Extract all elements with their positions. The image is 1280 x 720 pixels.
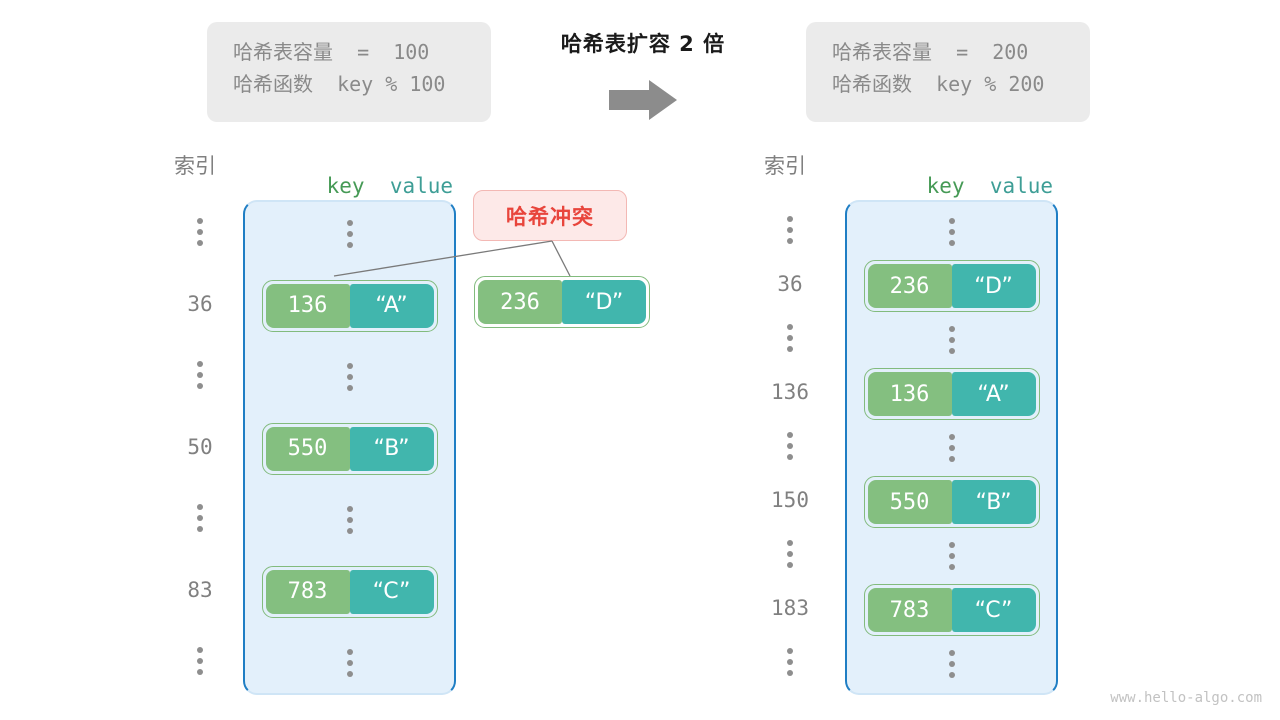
entry-value: “C” — [951, 588, 1036, 632]
index-label: 36 — [187, 291, 213, 316]
entry-value: “D” — [562, 280, 646, 324]
collision-badge: 哈希冲突 — [473, 190, 627, 241]
ellipsis-icon — [948, 218, 955, 246]
table-row-ellipsis — [847, 530, 1056, 582]
ellipsis-icon — [346, 220, 353, 248]
index-ellipsis — [745, 636, 835, 688]
ellipsis-icon — [787, 540, 793, 568]
table-row-ellipsis — [245, 637, 454, 689]
entry-key: 236 — [478, 280, 562, 324]
table-row-entry: 550“B” — [245, 422, 454, 475]
entry-pair: 783“C” — [863, 584, 1040, 636]
entry-value: “D” — [951, 264, 1036, 308]
index-ellipsis — [155, 349, 245, 401]
table-row-ellipsis — [847, 638, 1056, 690]
entry-value: “C” — [349, 569, 434, 614]
left-kv-header: key value — [276, 150, 453, 222]
ellipsis-icon — [197, 647, 203, 675]
table-row-entry: 136“A” — [245, 279, 454, 332]
colliding-entry: 236 “D” — [474, 276, 650, 328]
right-kv-header: key value — [876, 150, 1053, 222]
table-row-entry: 236“D” — [847, 260, 1056, 312]
table-row-entry: 136“A” — [847, 368, 1056, 420]
ellipsis-icon — [346, 649, 353, 677]
index-label: 50 — [187, 434, 213, 459]
ellipsis-icon — [787, 324, 793, 352]
capacity-line-after: 哈希表容量 = 200 — [832, 40, 1029, 64]
table-row-entry: 550“B” — [847, 476, 1056, 528]
index-ellipsis — [745, 204, 835, 256]
index-label: 83 — [187, 577, 213, 602]
entry-key: 136 — [867, 372, 952, 416]
collision-label: 哈希冲突 — [506, 204, 594, 229]
index-label: 36 — [777, 272, 803, 296]
entry-key: 550 — [265, 426, 350, 471]
arrow-right-icon — [528, 76, 758, 126]
index-label: 150 — [771, 488, 809, 512]
ellipsis-icon — [787, 216, 793, 244]
entry-pair: 136“A” — [863, 368, 1040, 420]
entry-value: “A” — [349, 283, 434, 328]
watermark: www.hello-algo.com — [1110, 690, 1262, 706]
ellipsis-icon — [948, 434, 955, 462]
index-ellipsis — [745, 528, 835, 580]
index-label: 183 — [771, 596, 809, 620]
ellipsis-icon — [948, 542, 955, 570]
table-row-ellipsis — [245, 494, 454, 546]
entry-key: 236 — [867, 264, 952, 308]
entry-key: 550 — [867, 480, 952, 524]
entry-pair: 136“A” — [261, 279, 438, 332]
index-ellipsis — [155, 492, 245, 544]
table-row-ellipsis — [245, 351, 454, 403]
right-key-header: key — [926, 174, 965, 198]
index-ellipsis — [155, 206, 245, 258]
entry-key: 136 — [265, 283, 350, 328]
right-hash-table: 236“D” 136“A” 550“B” 783“C” — [845, 200, 1058, 695]
entry-value: “B” — [951, 480, 1036, 524]
left-key-header: key — [326, 174, 365, 198]
entry-pair: 783“C” — [261, 565, 438, 618]
table-row-ellipsis — [847, 206, 1056, 258]
ellipsis-icon — [787, 648, 793, 676]
ellipsis-icon — [197, 361, 203, 389]
capacity-line-before: 哈希表容量 = 100 — [233, 40, 430, 64]
ellipsis-icon — [197, 504, 203, 532]
table-row-entry: 783“C” — [245, 565, 454, 618]
hash-function-line-after: 哈希函数 key % 200 — [832, 72, 1045, 96]
entry-pair: 236“D” — [863, 260, 1040, 312]
table-row-ellipsis — [847, 422, 1056, 474]
entry-pair: 236 “D” — [474, 276, 650, 328]
right-value-header: value — [989, 174, 1054, 198]
table-row-ellipsis — [847, 314, 1056, 366]
ellipsis-icon — [948, 650, 955, 678]
entry-value: “B” — [349, 426, 434, 471]
ellipsis-icon — [948, 326, 955, 354]
hash-function-line-before: 哈希函数 key % 100 — [233, 72, 446, 96]
ellipsis-icon — [346, 506, 353, 534]
ellipsis-icon — [197, 218, 203, 246]
info-box-after: 哈希表容量 = 200 哈希函数 key % 200 — [806, 22, 1090, 122]
entry-pair: 550“B” — [863, 476, 1040, 528]
left-index-header: 索引 — [174, 154, 216, 178]
entry-value: “A” — [951, 372, 1036, 416]
entry-key: 783 — [265, 569, 350, 614]
entry-pair: 550“B” — [261, 422, 438, 475]
ellipsis-icon — [787, 432, 793, 460]
left-hash-table: 136“A” 550“B” 783“C” — [243, 200, 456, 695]
resize-title: 哈希表扩容 2 倍 — [560, 32, 726, 56]
index-ellipsis — [155, 635, 245, 687]
table-row-entry: 783“C” — [847, 584, 1056, 636]
entry-key: 783 — [867, 588, 952, 632]
index-ellipsis — [745, 420, 835, 472]
table-row-ellipsis — [245, 208, 454, 260]
right-index-header: 索引 — [764, 154, 806, 178]
index-label: 136 — [771, 380, 809, 404]
ellipsis-icon — [346, 363, 353, 391]
index-ellipsis — [745, 312, 835, 364]
info-box-before: 哈希表容量 = 100 哈希函数 key % 100 — [207, 22, 491, 122]
left-value-header: value — [389, 174, 454, 198]
